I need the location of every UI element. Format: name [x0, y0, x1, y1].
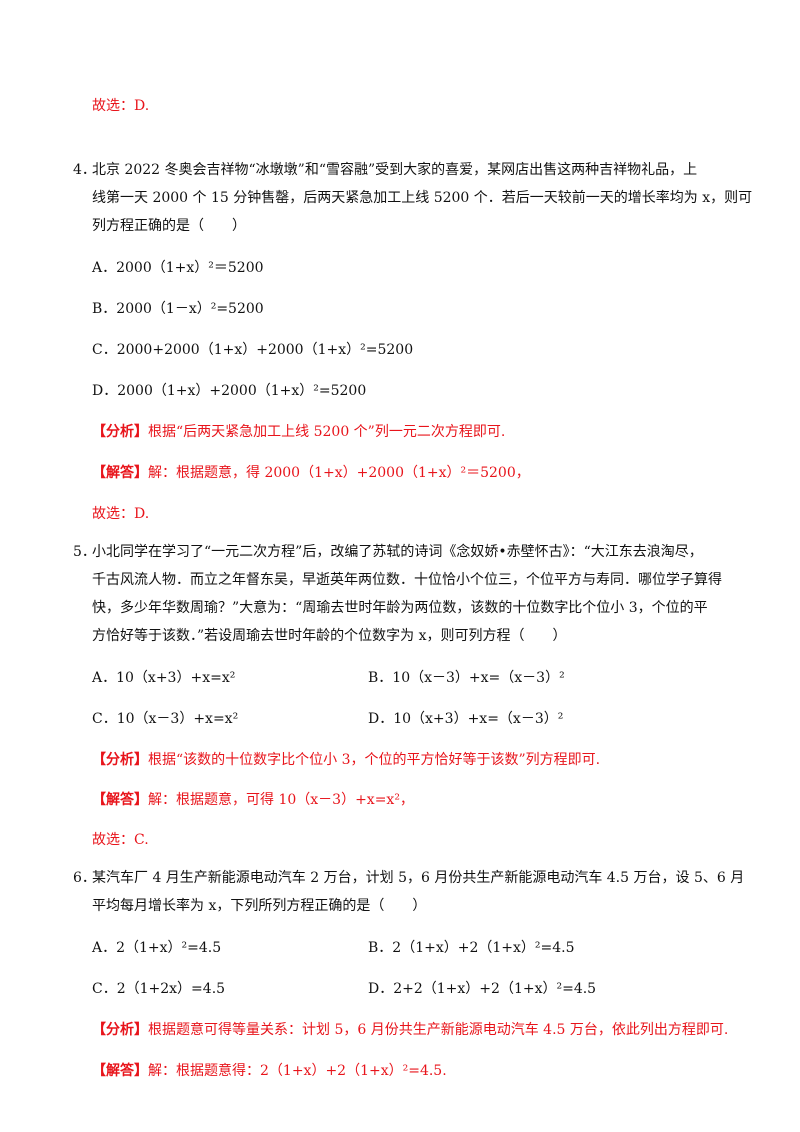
q6-analysis-text: 根据题意可得等量关系：计划 5，6 月份共生产新能源电动汽车 4.5 万台，依此… [148, 1022, 729, 1038]
analysis-tag: 【分析】 [92, 424, 148, 440]
q4-solution: 【解答】解：根据题意，得 2000（1+x）+2000（1+x）²＝5200， [92, 463, 530, 483]
q5-text-line-1: 小北同学在学习了“一元二次方程”后，改编了苏轼的诗词《念奴娇•赤壁怀古》：“大江… [92, 544, 703, 560]
q6-analysis: 【分析】根据题意可得等量关系：计划 5，6 月份共生产新能源电动汽车 4.5 万… [92, 1020, 728, 1040]
q6-option-c: C．2（1+2x）=4.5 [92, 981, 226, 997]
q6-solution: 【解答】解：根据题意得：2（1+x）+2（1+x）²=4.5. [92, 1061, 447, 1081]
q4-text-line-1: 北京 2022 冬奥会吉祥物“冰墩墩”和“雪容融”受到大家的喜爱，某网店出售这两… [92, 162, 698, 178]
q4-answer: 故选：D. [92, 506, 150, 522]
q6-option-b: B．2（1+x）+2（1+x）²=4.5 [368, 940, 575, 956]
solution-tag: 【解答】 [92, 792, 148, 808]
q3-answer: 故选：D. [92, 98, 150, 114]
q5-option-d: D．10（x+3）+x=（x－3）² [368, 711, 564, 727]
q5-text-line-2: 千古风流人物．而立之年督东吴，早逝英年两位数．十位恰小个位三，个位平方与寿同．哪… [92, 572, 722, 588]
q4-option-b: B．2000（1－x）²=5200 [92, 301, 264, 317]
q5-option-c: C．10（x－3）+x=x² [92, 711, 239, 727]
q6-option-a: A．2（1+x）²=4.5 [92, 940, 222, 956]
analysis-tag: 【分析】 [92, 752, 148, 768]
q4-option-a: A．2000（1+x）²＝5200 [92, 260, 264, 276]
q4-analysis-text: 根据“后两天紧急加工上线 5200 个”列一元二次方程即可. [148, 424, 506, 440]
q5-solution: 【解答】解：根据题意，可得 10（x－3）+x=x²， [92, 790, 414, 810]
q5-text-line-4: 方恰好等于该数．”若设周瑜去世时年龄的个位数字为 x，则可列方程（ ） [92, 628, 567, 644]
q5-number: 5． [73, 544, 96, 560]
q6-number: 6． [73, 870, 96, 886]
q5-option-a: A．10（x+3）+x=x² [92, 670, 236, 686]
q6-option-d: D．2+2（1+x）+2（1+x）²=4.5 [368, 981, 597, 997]
q4-number: 4． [73, 162, 96, 178]
q6-text-line-1: 某汽车厂 4 月生产新能源电动汽车 2 万台，计划 5，6 月份共生产新能源电动… [92, 870, 745, 886]
q6-solution-text: 解：根据题意得：2（1+x）+2（1+x）²=4.5. [148, 1063, 447, 1079]
solution-tag: 【解答】 [92, 1063, 148, 1079]
q6-text-line-2: 平均每月增长率为 x，下列所列方程正确的是（ ） [92, 898, 427, 914]
q4-analysis: 【分析】根据“后两天紧急加工上线 5200 个”列一元二次方程即可. [92, 422, 505, 442]
q4-option-c: C．2000+2000（1+x）+2000（1+x）²=5200 [92, 342, 414, 358]
analysis-tag: 【分析】 [92, 1022, 148, 1038]
q5-analysis-text: 根据“该数的十位数字比个位小 3，个位的平方恰好等于该数”列方程即可. [148, 752, 601, 768]
q4-solution-text: 解：根据题意，得 2000（1+x）+2000（1+x）²＝5200， [148, 465, 530, 481]
q5-option-b: B．10（x－3）+x=（x－3）² [368, 670, 565, 686]
q5-analysis: 【分析】根据“该数的十位数字比个位小 3，个位的平方恰好等于该数”列方程即可. [92, 750, 600, 770]
q4-option-d: D．2000（1+x）+2000（1+x）²=5200 [92, 383, 367, 399]
q5-solution-text: 解：根据题意，可得 10（x－3）+x=x²， [148, 792, 414, 808]
q5-text-line-3: 快，多少年华数周瑜？”大意为：“周瑜去世时年龄为两位数，该数的十位数字比个位小 … [92, 600, 708, 616]
solution-tag: 【解答】 [92, 465, 148, 481]
q4-text-line-2: 线第一天 2000 个 15 分钟售罄，后两天紧急加工上线 5200 个．若后一… [92, 190, 753, 206]
q5-answer: 故选：C. [92, 832, 149, 848]
q4-text-line-3: 列方程正确的是（ ） [92, 218, 246, 234]
